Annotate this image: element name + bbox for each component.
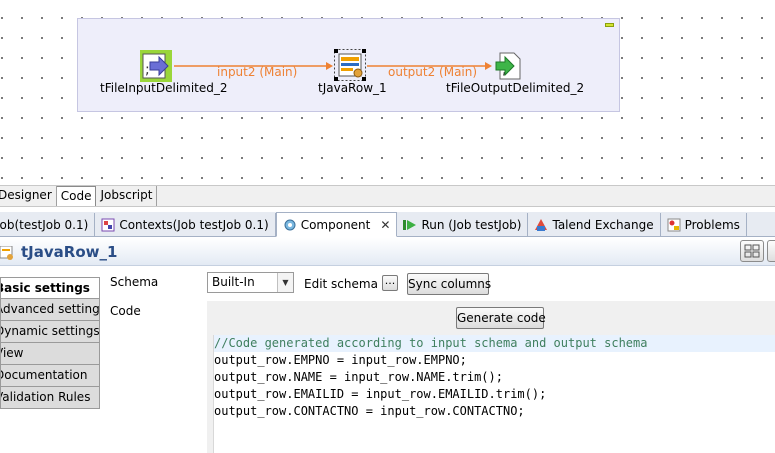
edit-schema-label: Edit schema	[304, 277, 378, 291]
settings-tab-list: Basic settings Advanced settings Dynamic…	[0, 277, 100, 409]
tab-component[interactable]: Component ✕	[275, 212, 398, 237]
component-label: tFileOutputDelimited_2	[446, 81, 585, 95]
tab-label: Run (Job testJob)	[421, 217, 522, 232]
layout-toggle-button-2[interactable]	[767, 240, 775, 262]
layout-grid-icon	[744, 244, 760, 258]
code-line: output_row.CONTACTNO = input_row.CONTACT…	[214, 404, 525, 418]
component-header: tJavaRow_1	[0, 238, 775, 266]
tab-documentation[interactable]: Documentation	[0, 365, 100, 387]
tab-advanced-settings[interactable]: Advanced settings	[0, 299, 100, 321]
generate-code-button[interactable]: Generate code	[456, 307, 546, 329]
code-editor[interactable]: //Code generated according to input sche…	[213, 335, 775, 453]
component-label: tFileInputDelimited_2	[100, 81, 228, 95]
file-output-icon[interactable]: ;	[494, 50, 526, 82]
tab-run[interactable]: Run (Job testJob)	[397, 213, 529, 236]
designer-tab-bar: Designer Code Jobscript	[0, 185, 775, 207]
tab-view[interactable]: View	[0, 343, 100, 365]
schema-label: Schema	[110, 275, 159, 289]
component-icon	[0, 245, 14, 260]
tab-label: Job(testJob 0.1)	[0, 217, 89, 232]
code-label: Code	[110, 304, 141, 318]
tab-dynamic-settings[interactable]: Dynamic settings	[0, 321, 100, 343]
tab-job[interactable]: Job(testJob 0.1)	[0, 213, 96, 236]
java-row-icon[interactable]	[334, 49, 366, 81]
tab-label: Component	[300, 217, 371, 232]
file-input-icon[interactable]: ;	[140, 50, 172, 82]
layout-toggle-button[interactable]	[740, 240, 764, 262]
tab-label: Contexts(Job testJob 0.1)	[119, 217, 269, 232]
svg-text:;: ;	[145, 62, 150, 78]
connection-links	[174, 62, 492, 70]
tab-label: Talend Exchange	[552, 217, 654, 232]
close-icon[interactable]: ✕	[380, 217, 391, 232]
tab-designer[interactable]: Designer	[0, 186, 57, 206]
tab-basic-settings[interactable]: Basic settings	[0, 277, 100, 299]
component-gear-icon	[283, 218, 297, 232]
link-arrowhead	[485, 62, 492, 70]
problems-icon	[667, 218, 681, 232]
tab-code[interactable]: Code	[56, 186, 97, 206]
schema-value: Built-In	[212, 275, 255, 289]
chevron-down-icon[interactable]: ▼	[277, 273, 293, 292]
component-label: tJavaRow_1	[318, 81, 387, 95]
code-line: output_row.EMPNO = input_row.EMPNO;	[214, 353, 467, 367]
component-title: tJavaRow_1	[21, 243, 118, 261]
tab-validation-rules[interactable]: Validation Rules	[0, 387, 100, 409]
designer-canvas[interactable]: ; tFileInputDelimited_2 input2 (Main) tJ…	[0, 0, 775, 185]
exchange-icon	[534, 218, 548, 232]
tab-problems[interactable]: Problems	[661, 213, 747, 236]
tab-label: Problems	[684, 217, 740, 232]
code-line: //Code generated according to input sche…	[214, 335, 775, 352]
view-tab-bar: Job(testJob 0.1) Contexts(Job testJob 0.…	[0, 212, 775, 237]
code-line: output_row.NAME = input_row.NAME.trim();	[214, 370, 503, 384]
schema-select[interactable]: Built-In ▼	[207, 272, 294, 293]
link-label-input2: input2 (Main)	[217, 65, 298, 79]
tab-contexts[interactable]: Contexts(Job testJob 0.1)	[95, 213, 276, 236]
code-line: output_row.EMAILID = input_row.EMAILID.t…	[214, 387, 547, 401]
contexts-icon	[101, 218, 115, 232]
subjob-collapse-toggle[interactable]	[605, 23, 614, 27]
link-label-output2: output2 (Main)	[388, 65, 478, 79]
sync-columns-button[interactable]: Sync columns	[407, 273, 491, 295]
tab-jobscript[interactable]: Jobscript	[96, 186, 158, 206]
run-icon	[403, 218, 417, 232]
edit-schema-button[interactable]: ...	[382, 275, 398, 291]
tab-talend-exchange[interactable]: Talend Exchange	[528, 213, 661, 236]
link-arrowhead	[326, 62, 333, 70]
